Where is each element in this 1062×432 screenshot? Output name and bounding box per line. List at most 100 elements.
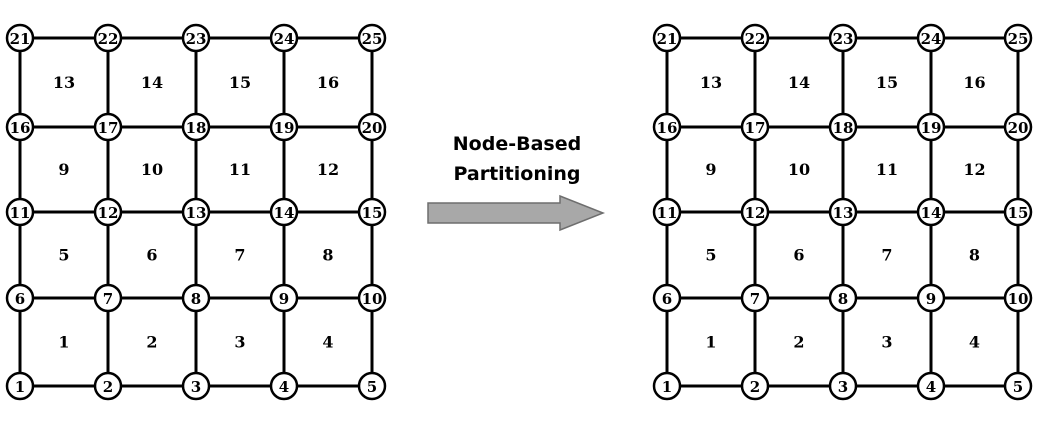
node-label: 9	[279, 290, 289, 308]
node-circle	[269, 371, 299, 401]
node-label: 6	[15, 290, 25, 308]
partitioning-arrow: Node-Based Partitioning	[427, 133, 606, 232]
node-circle	[652, 112, 682, 142]
node-label: 1	[662, 378, 672, 396]
right-node: 1	[652, 371, 682, 401]
left-node: 3	[181, 371, 211, 401]
node-circle	[181, 23, 211, 53]
node-label: 20	[362, 119, 383, 137]
left-node: 22	[93, 23, 123, 53]
node-circle	[1003, 112, 1033, 142]
left-element-label: 12	[317, 160, 339, 179]
node-label: 16	[10, 119, 31, 137]
right-node: 6	[652, 283, 682, 313]
node-circle	[652, 371, 682, 401]
node-label: 19	[921, 119, 942, 137]
node-circle	[93, 197, 123, 227]
right-node: 13	[828, 197, 858, 227]
left-node: 24	[269, 23, 299, 53]
left-element-label: 6	[146, 246, 157, 265]
node-label: 15	[362, 204, 383, 222]
right-node: 17	[740, 112, 770, 142]
node-circle	[357, 112, 387, 142]
right-element-label: 7	[881, 246, 892, 265]
node-label: 10	[362, 290, 383, 308]
node-circle	[652, 197, 682, 227]
node-label: 16	[657, 119, 678, 137]
node-circle	[916, 197, 946, 227]
node-label: 8	[191, 290, 201, 308]
node-circle	[916, 112, 946, 142]
node-label: 5	[1013, 378, 1023, 396]
node-circle	[357, 371, 387, 401]
node-circle	[828, 283, 858, 313]
right-element-label: 15	[876, 73, 898, 92]
node-label: 18	[186, 119, 207, 137]
node-label: 3	[838, 378, 848, 396]
left-element-label: 8	[322, 246, 333, 265]
node-circle	[828, 197, 858, 227]
right-element-label: 9	[705, 160, 716, 179]
node-circle	[93, 371, 123, 401]
node-label: 25	[1008, 30, 1029, 48]
right-node: 3	[828, 371, 858, 401]
node-label: 7	[103, 290, 113, 308]
node-circle	[652, 23, 682, 53]
left-node: 9	[269, 283, 299, 313]
node-circle	[740, 112, 770, 142]
node-circle	[740, 197, 770, 227]
left-element-label: 1	[58, 333, 69, 352]
right-node: 9	[916, 283, 946, 313]
node-circle	[740, 283, 770, 313]
left-node: 14	[269, 197, 299, 227]
right-element-label: 5	[705, 246, 716, 265]
left-element-label: 3	[234, 333, 245, 352]
node-label: 14	[921, 204, 942, 222]
node-circle	[828, 112, 858, 142]
right-node: 21	[652, 23, 682, 53]
right-node: 20	[1003, 112, 1033, 142]
right-element-label: 16	[963, 73, 985, 92]
node-circle	[828, 23, 858, 53]
node-label: 22	[745, 30, 766, 48]
node-circle	[93, 23, 123, 53]
node-circle	[5, 197, 35, 227]
node-circle	[269, 197, 299, 227]
left-element-label: 15	[229, 73, 251, 92]
node-label: 23	[186, 30, 207, 48]
left-node: 19	[269, 112, 299, 142]
right-node: 8	[828, 283, 858, 313]
node-label: 4	[279, 378, 289, 396]
node-circle	[5, 371, 35, 401]
left-element-label: 4	[322, 333, 333, 352]
node-circle	[652, 283, 682, 313]
right-element-label: 12	[963, 160, 985, 179]
node-label: 17	[745, 119, 766, 137]
right-element-label: 10	[788, 160, 810, 179]
left-element-label: 13	[53, 73, 75, 92]
right-node: 19	[916, 112, 946, 142]
right-node: 7	[740, 283, 770, 313]
left-element-label: 9	[58, 160, 69, 179]
right-element-label: 3	[881, 333, 892, 352]
right-arrow-icon	[427, 194, 606, 232]
node-circle	[916, 23, 946, 53]
node-label: 19	[274, 119, 295, 137]
node-circle	[740, 371, 770, 401]
caption-line-1: Node-Based	[453, 133, 581, 155]
left-node: 16	[5, 112, 35, 142]
left-node: 10	[357, 283, 387, 313]
node-label: 23	[833, 30, 854, 48]
left-node: 18	[181, 112, 211, 142]
right-node: 15	[1003, 197, 1033, 227]
right-node: 12	[740, 197, 770, 227]
node-circle	[269, 23, 299, 53]
node-label: 15	[1008, 204, 1029, 222]
node-label: 13	[186, 204, 207, 222]
left-node: 13	[181, 197, 211, 227]
caption-line-2: Partitioning	[453, 163, 580, 185]
node-label: 17	[98, 119, 119, 137]
right-node: 16	[652, 112, 682, 142]
